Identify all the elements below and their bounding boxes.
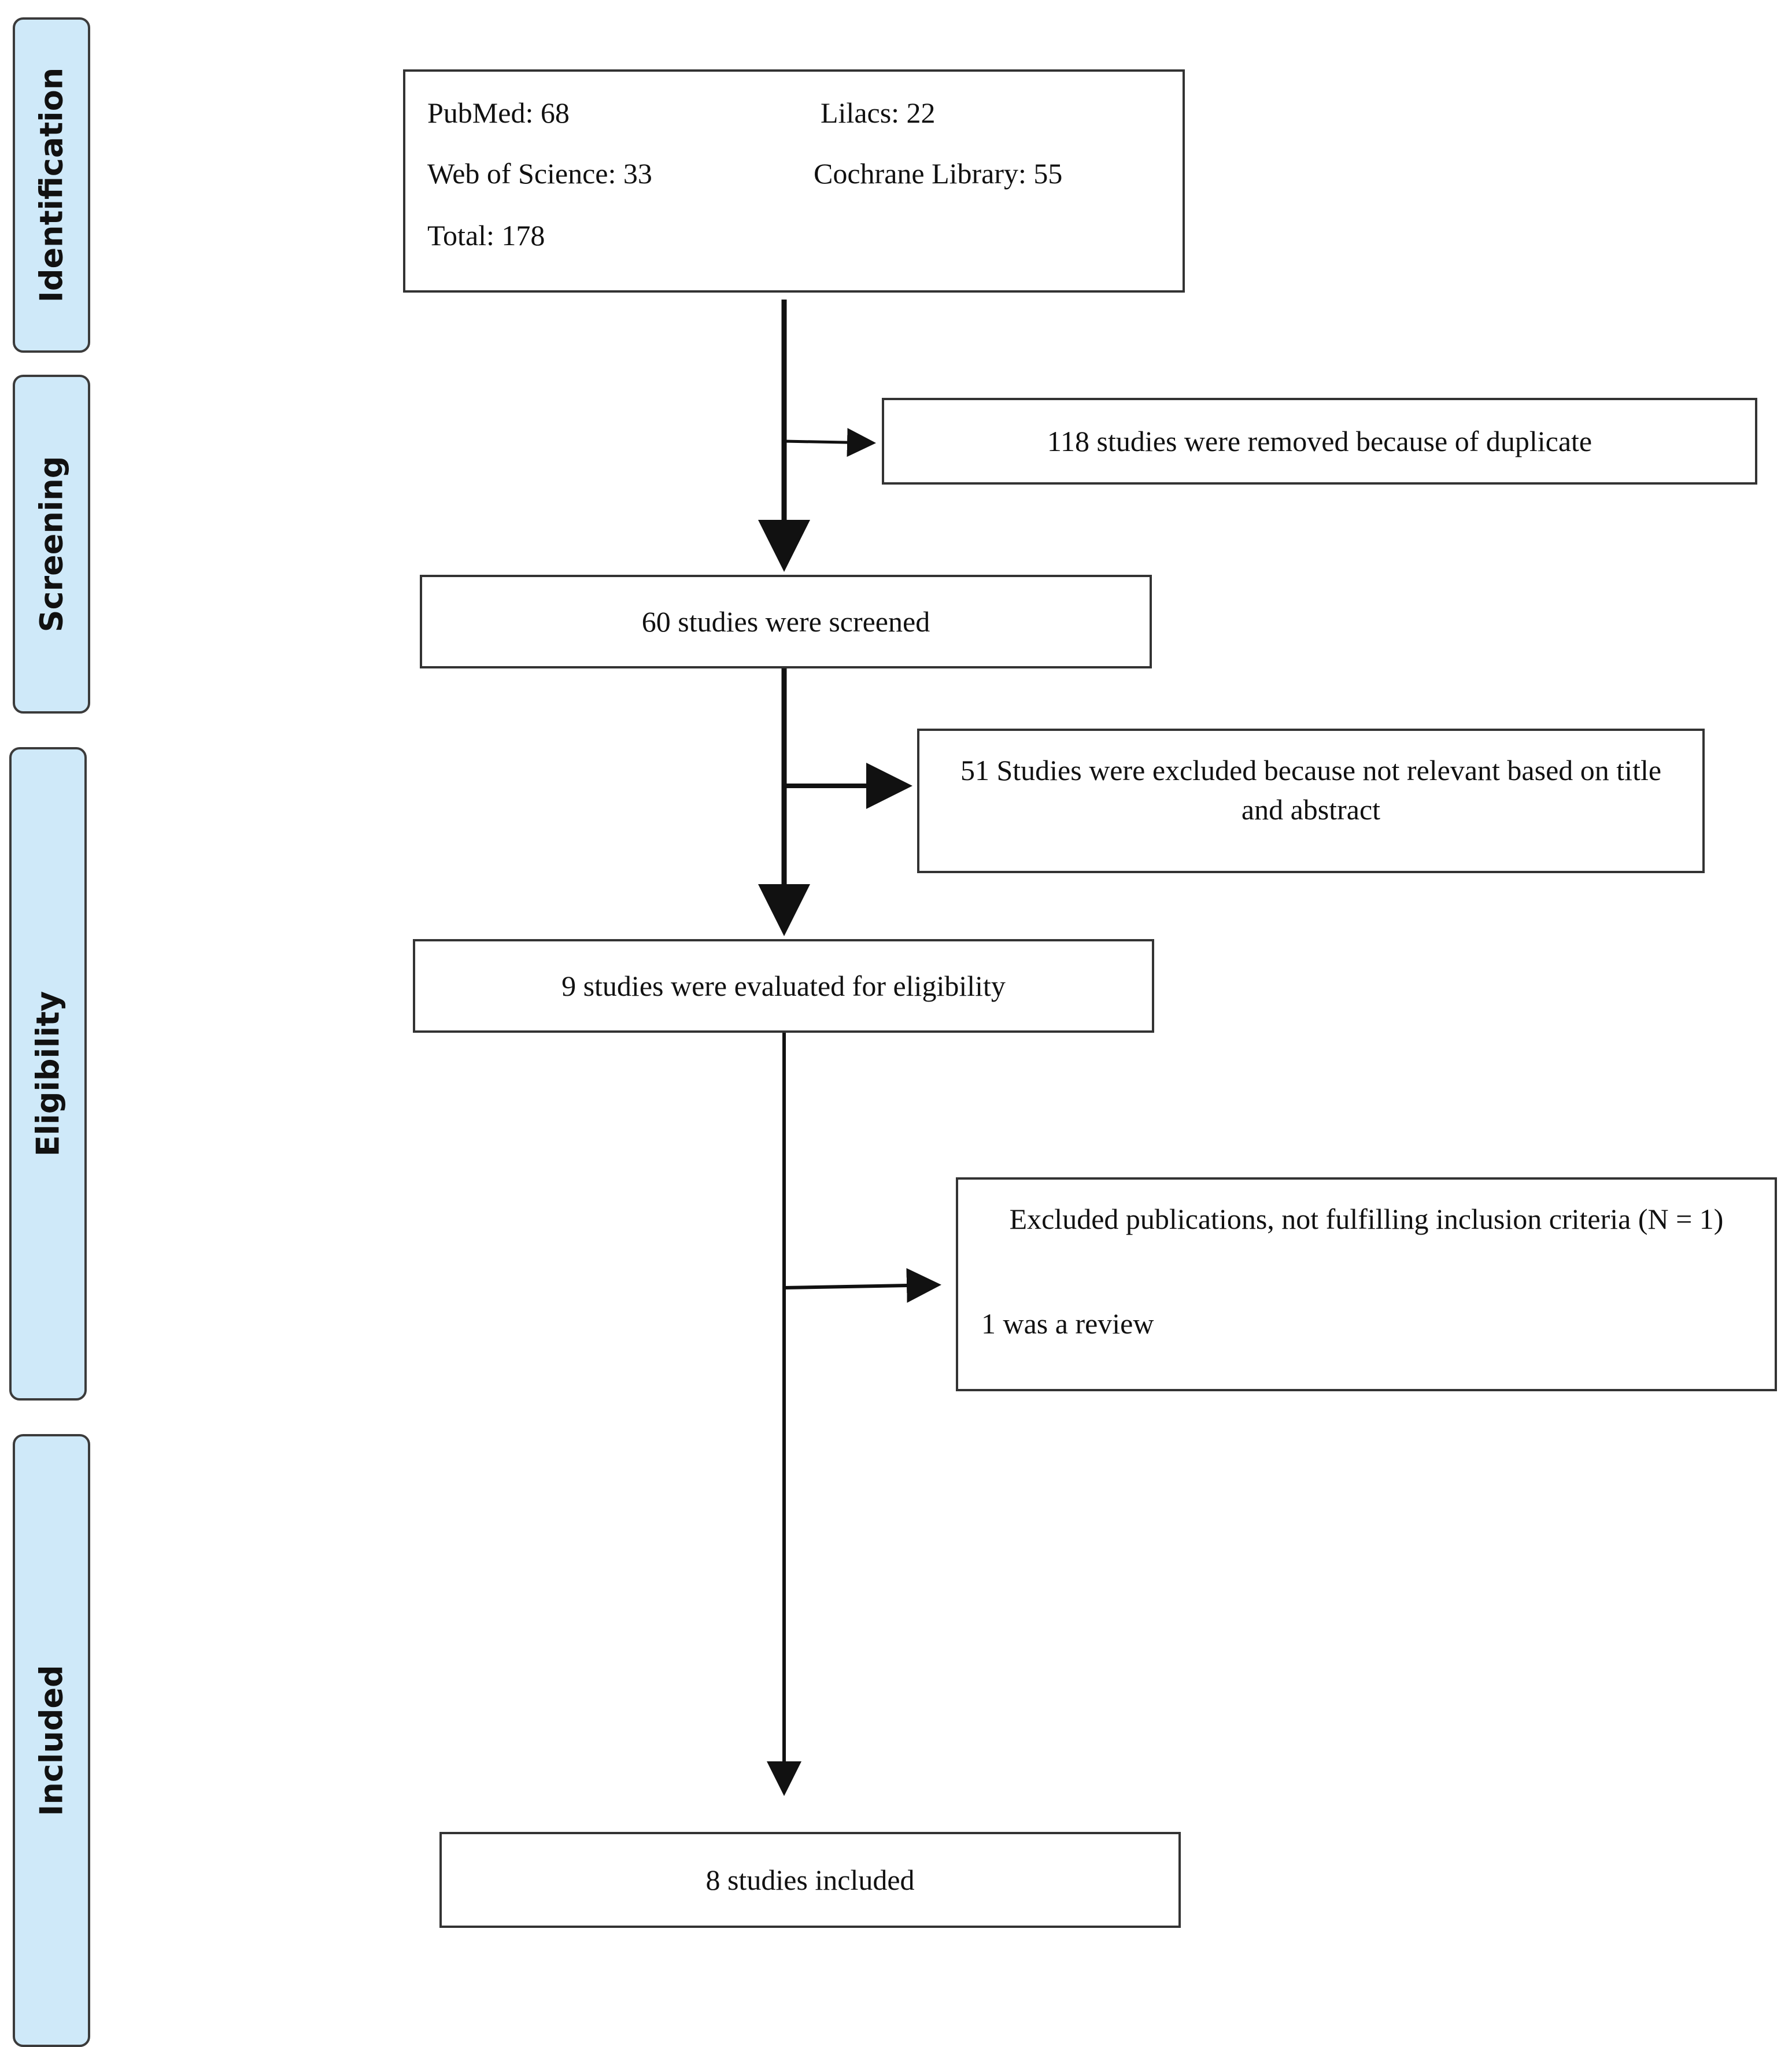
phase-included: Included (13, 1434, 90, 2047)
arrow-to-duplicates (784, 428, 876, 457)
phase-identification: Identification (13, 17, 90, 353)
eligibility-evaluated-box: 9 studies were evaluated for eligibility (413, 939, 1154, 1033)
pubmed-count: PubMed: 68 (427, 97, 570, 129)
arrow-to-excluded-criteria (784, 1268, 941, 1303)
duplicates-removed-text: 118 studies were removed because of dupl… (1047, 425, 1593, 457)
excluded-criteria-detail: 1 was a review (981, 1307, 1154, 1340)
duplicates-removed-box: 118 studies were removed because of dupl… (882, 398, 1757, 485)
cochrane-count: Cochrane Library: 55 (814, 157, 1063, 190)
phase-eligibility: Eligibility (9, 747, 87, 1401)
screened-text: 60 studies were screened (641, 605, 930, 638)
included-box: 8 studies included (439, 1832, 1181, 1928)
included-text: 8 studies included (705, 1864, 915, 1896)
identification-box: PubMed: 68 Lilacs: 22 Web of Science: 33… (403, 69, 1185, 293)
total-count: Total: 178 (427, 219, 545, 252)
excluded-title-abstract-text: 51 Studies were excluded because not rel… (960, 754, 1662, 826)
eligibility-evaluated-text: 9 studies were evaluated for eligibility (561, 970, 1006, 1002)
lilacs-count: Lilacs: 22 (821, 97, 936, 129)
web-of-science-count: Web of Science: 33 (427, 157, 652, 190)
excluded-title-abstract-box: 51 Studies were excluded because not rel… (917, 729, 1705, 873)
screened-box: 60 studies were screened (420, 575, 1152, 668)
excluded-criteria-box: Excluded publications, not fulfilling in… (956, 1177, 1777, 1391)
phase-screening: Screening (13, 375, 90, 714)
excluded-criteria-heading: Excluded publications, not fulfilling in… (1009, 1203, 1724, 1235)
